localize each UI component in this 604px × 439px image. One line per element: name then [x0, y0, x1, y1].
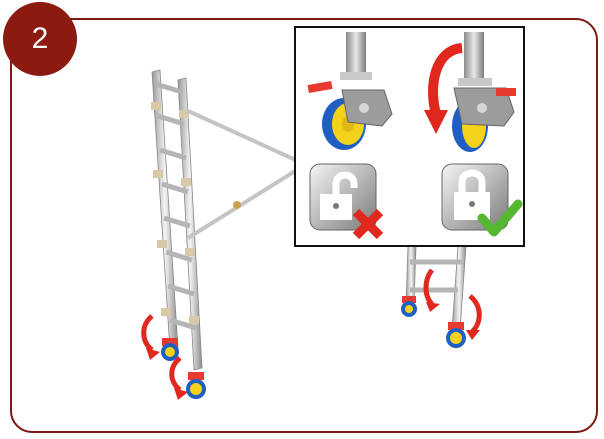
wheel-unlocked — [307, 32, 393, 150]
castor-wheel-front-left — [161, 338, 179, 361]
castor-wheel-front-right — [446, 322, 466, 348]
green-check-icon — [477, 199, 523, 237]
castor-wheel-back-left — [186, 372, 206, 399]
arrow-heads — [146, 302, 480, 400]
red-cross-icon — [352, 208, 384, 240]
braces — [185, 108, 302, 240]
padlock-closed-icon — [441, 163, 509, 231]
brace-hook — [233, 201, 241, 209]
castor-wheel-back-right — [401, 296, 417, 317]
wheel-locked — [424, 32, 516, 152]
rotation-arrows — [141, 268, 482, 392]
right-ladder-frame — [405, 245, 467, 331]
brake-detail-inset — [294, 26, 525, 247]
step-number-badge: 2 — [3, 2, 77, 76]
left-ladder-frame — [151, 69, 203, 371]
instruction-frame — [10, 18, 598, 433]
